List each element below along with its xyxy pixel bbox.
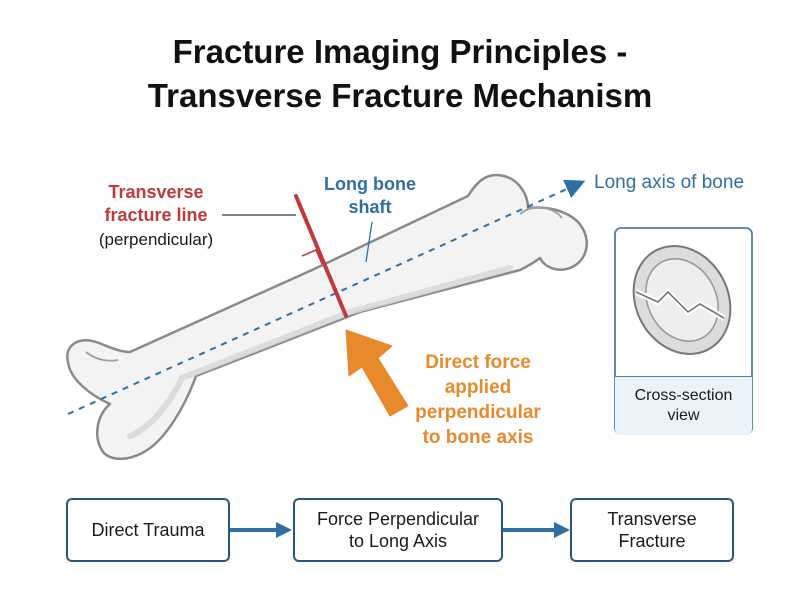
flow-step-transverse-fracture: Transverse Fracture <box>570 498 734 562</box>
flow-step-force-perpendicular: Force Perpendicular to Long Axis <box>293 498 503 562</box>
femoral-head-contour <box>519 206 563 219</box>
force-label-line-3: perpendicular <box>415 402 541 423</box>
cross-section-caption: Cross-section view <box>615 376 752 435</box>
right-angle-marker <box>301 249 323 265</box>
force-label-line-1: Direct force <box>425 352 531 373</box>
flow-step-3-line-1: Transverse <box>607 509 697 529</box>
force-label-line-4: to bone axis <box>423 427 534 448</box>
flow-step-1-line-1: Direct Trauma <box>91 520 205 540</box>
cross-section-caption-line-1: Cross-section <box>634 387 733 404</box>
fracture-label-line-1: Transverse <box>108 182 203 202</box>
flow-arrow-2 <box>502 522 570 538</box>
flow-step-2-line-1: Force Perpendicular <box>316 509 480 529</box>
flow-step-2-line-2: to Long Axis <box>348 531 448 551</box>
fracture-label-line-2: fracture line <box>104 205 207 225</box>
bone-illustration <box>66 173 588 460</box>
cross-section-caption-line-2: view <box>667 407 700 424</box>
shaft-label-line-1: Long bone <box>324 174 416 194</box>
flow-step-direct-trauma: Direct Trauma <box>66 498 230 562</box>
flow-step-3-line-2: Fracture <box>618 531 686 551</box>
fracture-line <box>294 194 348 318</box>
page-title: Fracture Imaging Principles - Transverse… <box>0 30 800 118</box>
title-line-1: Fracture Imaging Principles - <box>172 33 628 70</box>
force-arrow <box>345 329 409 417</box>
force-label-line-2: applied <box>445 377 512 398</box>
cross-section-bone-icon <box>632 245 732 355</box>
fracture-label-line-3: (perpendicular) <box>99 230 213 249</box>
long-axis-line <box>67 179 586 415</box>
bone-shape <box>66 173 588 460</box>
shaft-label-line-2: shaft <box>348 197 391 217</box>
axis-label: Long axis of bone <box>594 172 744 193</box>
shaft-label-leader <box>365 221 373 263</box>
bone-shading <box>127 265 513 439</box>
flow-arrow-1 <box>229 522 292 538</box>
condyle-contour <box>85 351 119 362</box>
title-line-2: Transverse Fracture Mechanism <box>147 77 653 114</box>
